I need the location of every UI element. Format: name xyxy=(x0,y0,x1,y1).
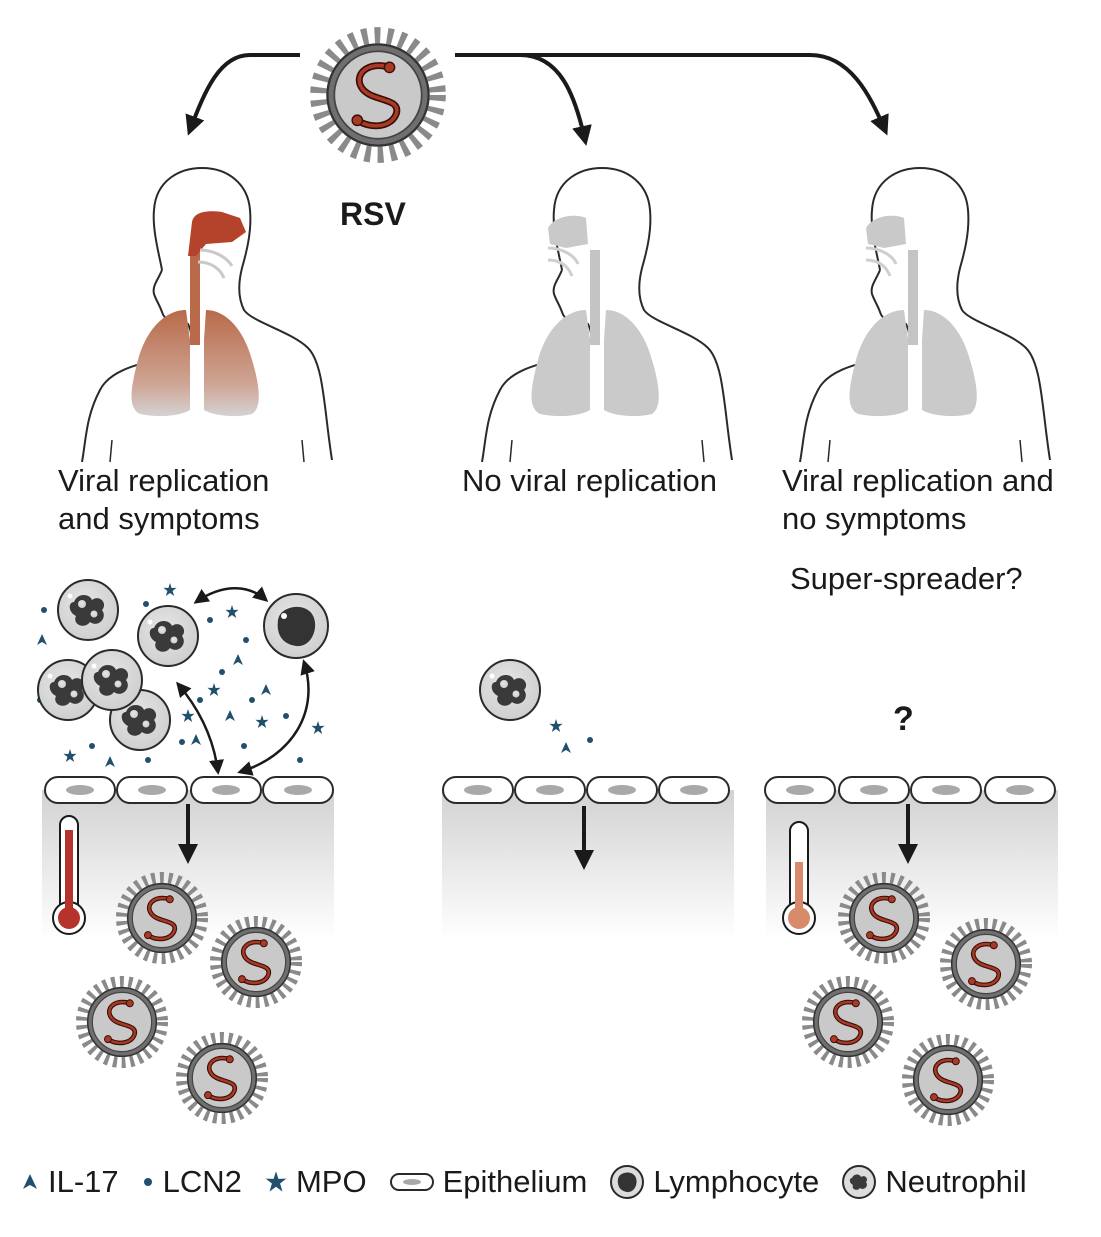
thermometer-high-icon xyxy=(52,815,86,935)
epithelial-cell xyxy=(586,776,658,804)
tissue-panel-no-replication xyxy=(442,659,734,940)
neutrophil-cell xyxy=(479,659,541,721)
legend-item-il17: IL-17 xyxy=(20,1164,119,1200)
epithelial-cell xyxy=(658,776,730,804)
legend-label-lcn2: LCN2 xyxy=(162,1164,242,1199)
nasal-cavity-infected xyxy=(188,211,246,256)
panel-3-caption-line2: no symptoms xyxy=(782,501,967,536)
arrow-to-symptomatic xyxy=(185,53,300,136)
epithelial-cell xyxy=(514,776,586,804)
panel-1-caption: Viral replication and symptoms xyxy=(58,462,269,538)
arrow-to-no-replication xyxy=(455,53,592,146)
dot-icon xyxy=(143,1178,152,1186)
epithelial-cell xyxy=(44,776,116,804)
lymphocyte-cell xyxy=(263,593,329,659)
legend-item-neutrophil: Neutrophil xyxy=(841,1164,1027,1200)
panel-1-caption-line2: and symptoms xyxy=(58,501,260,536)
super-spreader-note: Super-spreader? xyxy=(790,561,1023,596)
rsv-virion-icon xyxy=(81,981,162,1062)
panel-3-caption-line1: Viral replication and xyxy=(782,463,1054,498)
lungs-infected xyxy=(131,310,259,417)
rsv-virion-icon xyxy=(181,1037,262,1118)
star-icon xyxy=(265,1171,287,1192)
thermometer-low-icon xyxy=(782,821,816,935)
lymphocyte-icon xyxy=(610,1165,645,1199)
unknown-mechanism-marker: ? xyxy=(893,700,914,738)
legend-label-il17: IL-17 xyxy=(48,1164,119,1199)
neutrophil-icon xyxy=(842,1165,877,1199)
legend: IL-17 LCN2 MPO Epithelium Lymphocyte Neu… xyxy=(20,1160,1027,1204)
legend-label-neutrophil: Neutrophil xyxy=(885,1164,1027,1199)
legend-item-epithelium: Epithelium xyxy=(389,1164,588,1200)
human-figure-asymptomatic xyxy=(799,167,1051,463)
legend-item-lymphocyte: Lymphocyte xyxy=(609,1164,819,1200)
panel-1-caption-line1: Viral replication xyxy=(58,463,270,498)
legend-label-epithelium: Epithelium xyxy=(442,1164,588,1199)
tissue-panel-asymptomatic xyxy=(764,776,1058,1121)
arrow-to-asymptomatic xyxy=(455,53,889,136)
airway-infected xyxy=(190,250,200,345)
legend-item-mpo: MPO xyxy=(264,1164,367,1200)
panel-2-caption: No viral replication xyxy=(462,462,717,500)
rsv-virus-icon xyxy=(318,35,438,155)
virus-label: RSV xyxy=(340,196,406,232)
epithelial-cell xyxy=(442,776,514,804)
epithelial-cell xyxy=(910,776,982,804)
neutrophil-cell xyxy=(137,605,199,667)
epithelial-cell xyxy=(764,776,836,804)
epithelial-cell xyxy=(190,776,262,804)
neutrophil-cell xyxy=(57,579,119,641)
panel-3-caption: Viral replication and no symptoms xyxy=(782,462,1054,538)
human-figure-no-replication xyxy=(481,167,733,463)
epithelial-cell xyxy=(838,776,910,804)
legend-label-mpo: MPO xyxy=(295,1164,367,1199)
rsv-virion-icon xyxy=(907,1039,988,1120)
epithelium-icon xyxy=(389,1173,434,1191)
panel-2-caption-line1: No viral replication xyxy=(462,463,717,498)
human-figure-symptomatic xyxy=(81,167,333,463)
epithelial-cell xyxy=(116,776,188,804)
neutrophil-cell xyxy=(81,649,143,711)
epithelial-cell xyxy=(984,776,1056,804)
legend-item-lcn2: LCN2 xyxy=(141,1164,242,1200)
rsv-virion-icon xyxy=(807,981,888,1062)
legend-label-lymphocyte: Lymphocyte xyxy=(653,1164,820,1199)
epithelial-cell xyxy=(262,776,334,804)
triangle-icon xyxy=(23,1174,37,1189)
tissue-panel-symptomatic xyxy=(37,579,334,1119)
